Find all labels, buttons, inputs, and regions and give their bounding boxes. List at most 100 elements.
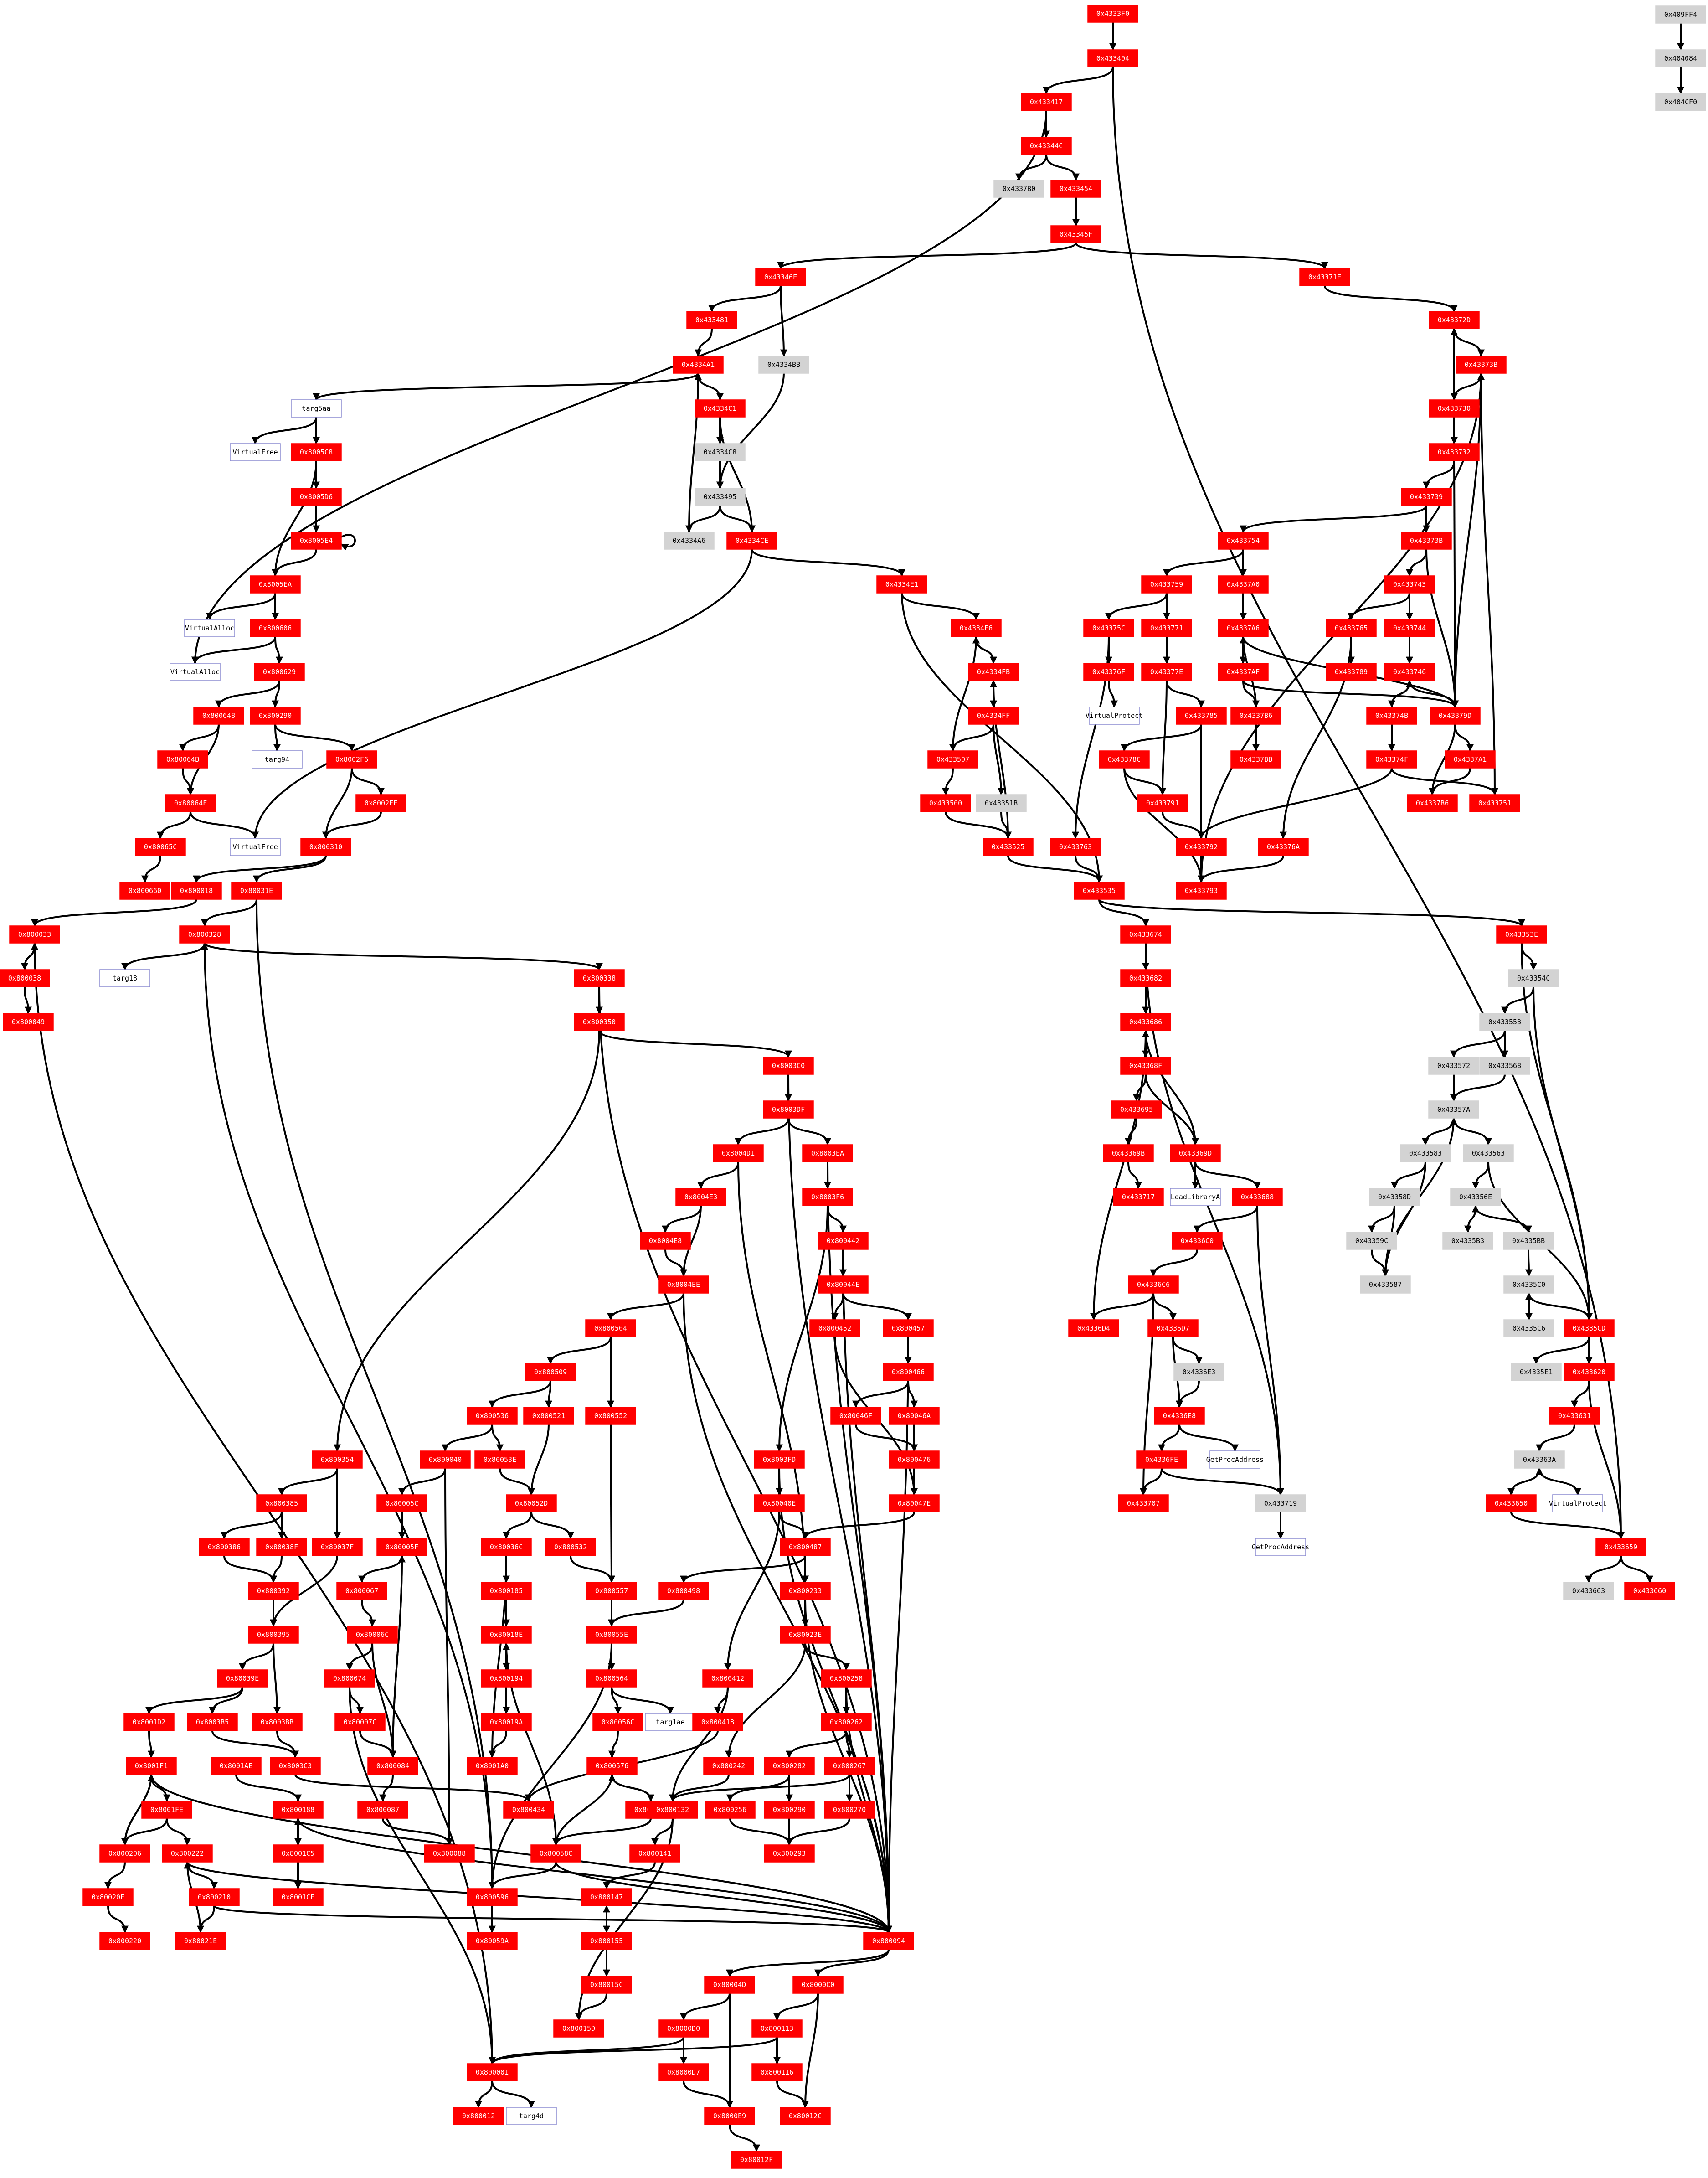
graph-node[interactable]: VirtualProtect	[1549, 1494, 1606, 1512]
graph-node[interactable]: 0x404084	[1655, 49, 1706, 67]
graph-node[interactable]: 0x433404	[1087, 49, 1138, 67]
graph-node[interactable]: 0x43344C	[1021, 137, 1072, 155]
graph-node[interactable]: 0x4337BB	[1230, 750, 1281, 769]
graph-node[interactable]: 0x43363A	[1514, 1450, 1565, 1469]
graph-node[interactable]: 0x80056C	[592, 1713, 643, 1731]
graph-node[interactable]: 0x4337B6	[1230, 707, 1281, 725]
graph-node[interactable]: 0x8001F1	[126, 1757, 177, 1775]
graph-node[interactable]: 0x80004D	[704, 1976, 755, 1994]
graph-node[interactable]: 0x800293	[764, 1844, 815, 1863]
graph-node[interactable]: 0x433759	[1141, 575, 1192, 594]
graph-node[interactable]: VirtualAlloc	[184, 619, 235, 637]
graph-node[interactable]: 0x80046A	[889, 1407, 940, 1425]
graph-node[interactable]: 0x4337A1	[1445, 750, 1496, 769]
graph-node[interactable]: 0x8000E9	[704, 2107, 755, 2125]
graph-node[interactable]: 0x433789	[1326, 663, 1377, 681]
graph-node[interactable]: 0x433746	[1384, 663, 1435, 681]
graph-node[interactable]: 0x80020E	[82, 1888, 134, 1906]
graph-node[interactable]: 0x433719	[1255, 1494, 1306, 1512]
graph-node[interactable]: 0x4337B6	[1407, 794, 1458, 812]
graph-node[interactable]: 0x8002FE	[355, 794, 406, 812]
graph-node[interactable]: 0x4337A6	[1218, 619, 1269, 637]
graph-node[interactable]: 0x43374F	[1366, 750, 1417, 769]
graph-node[interactable]: 0x43345F	[1050, 225, 1101, 243]
graph-node[interactable]: 0x43376A	[1258, 838, 1309, 856]
graph-node[interactable]: 0x800267	[824, 1757, 875, 1775]
graph-node[interactable]: 0x800532	[545, 1538, 596, 1556]
graph-node[interactable]: 0x800233	[780, 1582, 831, 1600]
graph-node[interactable]: 0x800328	[179, 925, 230, 944]
graph-node[interactable]: 0x800242	[703, 1757, 754, 1775]
graph-node[interactable]: 0x80059A	[467, 1932, 518, 1950]
graph-node[interactable]: 0x800412	[702, 1669, 753, 1688]
graph-node[interactable]: 0x800147	[581, 1888, 632, 1906]
graph-node[interactable]: 0x8001D2	[123, 1713, 175, 1731]
graph-node[interactable]: 0x8005EA	[250, 575, 301, 594]
graph-node[interactable]: 0x800067	[336, 1582, 387, 1600]
graph-node[interactable]: 0x433454	[1050, 180, 1101, 198]
graph-node[interactable]: GetProcAddress	[1206, 1450, 1264, 1469]
graph-node[interactable]: 0x8003BB	[252, 1713, 303, 1731]
graph-node[interactable]: 0x800049	[3, 1013, 54, 1031]
graph-node[interactable]: 0x4337AF	[1218, 663, 1269, 681]
graph-node[interactable]: 0x80053E	[474, 1450, 525, 1469]
graph-node[interactable]: 0x433717	[1113, 1188, 1164, 1206]
graph-node[interactable]: 0x8004E8	[640, 1232, 691, 1250]
graph-node[interactable]: 0x8003C0	[763, 1057, 814, 1075]
graph-node[interactable]: 0x80037F	[312, 1538, 363, 1556]
graph-node[interactable]: 0x433620	[1564, 1363, 1615, 1381]
graph-node[interactable]: 0x80058C	[530, 1844, 581, 1863]
graph-node[interactable]: 0x80015D	[553, 2019, 604, 2038]
graph-node[interactable]: 0x43377E	[1141, 663, 1192, 681]
graph-node[interactable]: GetProcAddress	[1252, 1538, 1309, 1556]
graph-node[interactable]: 0x43356E	[1450, 1188, 1501, 1206]
graph-node[interactable]: 0x433583	[1400, 1144, 1451, 1162]
graph-node[interactable]: 0x80047E	[889, 1494, 940, 1512]
graph-node[interactable]: 0x80021E	[175, 1932, 226, 1950]
graph-node[interactable]: 0x8000D7	[658, 2063, 709, 2081]
graph-node[interactable]: 0x800258	[821, 1669, 872, 1688]
graph-node[interactable]: 0x4337B0	[993, 180, 1044, 198]
graph-node[interactable]: 0x800457	[883, 1319, 934, 1337]
graph-node[interactable]: 0x800210	[189, 1888, 240, 1906]
graph-node[interactable]: 0x800310	[300, 838, 351, 856]
graph-node[interactable]: 0x800012	[453, 2107, 504, 2125]
graph-node[interactable]: 0x800487	[780, 1538, 831, 1556]
graph-node[interactable]: 0x800256	[705, 1801, 756, 1819]
graph-node[interactable]: 0x800018	[171, 882, 222, 900]
graph-node[interactable]: 0x433707	[1118, 1494, 1169, 1512]
graph-node[interactable]: 0x80055E	[586, 1626, 637, 1644]
graph-node[interactable]: VirtualFree	[230, 838, 281, 856]
graph-node[interactable]: 0x8001FE	[141, 1801, 192, 1819]
graph-node[interactable]: 0x433500	[920, 794, 971, 812]
graph-node[interactable]: 0x43354C	[1508, 969, 1559, 987]
graph-node[interactable]: VirtualAlloc	[170, 663, 221, 681]
graph-node[interactable]: 0x43346E	[755, 268, 806, 286]
graph-node[interactable]: 0x8001C5	[273, 1844, 324, 1863]
graph-node[interactable]: 0x80031E	[231, 882, 282, 900]
graph-node[interactable]: 0x800087	[357, 1801, 408, 1819]
graph-node[interactable]: 0x4335E1	[1511, 1363, 1562, 1381]
graph-node[interactable]: 0x433751	[1469, 794, 1520, 812]
graph-node[interactable]: 0x4334C8	[695, 443, 746, 461]
graph-node[interactable]: 0x800206	[99, 1844, 150, 1863]
graph-node[interactable]: 0x43358D	[1369, 1188, 1420, 1206]
graph-node[interactable]: 0x800521	[523, 1407, 574, 1425]
graph-node[interactable]: 0x800290	[764, 1801, 815, 1819]
graph-node[interactable]: 0x80065C	[135, 838, 186, 856]
graph-node[interactable]: 0x4335C6	[1503, 1319, 1554, 1337]
graph-node[interactable]: 0x433535	[1074, 882, 1125, 900]
graph-node[interactable]: 0x4334A6	[664, 532, 715, 550]
graph-node[interactable]: 0x800188	[273, 1801, 324, 1819]
graph-node[interactable]: 0x800132	[647, 1801, 698, 1819]
graph-node[interactable]: 0x80046F	[830, 1407, 881, 1425]
graph-node[interactable]: 0x8004E3	[675, 1188, 726, 1206]
graph-node[interactable]: 0x800220	[99, 1932, 150, 1950]
graph-node[interactable]: 0x433739	[1401, 488, 1452, 506]
graph-node[interactable]: 0x800194	[481, 1669, 532, 1688]
graph-node[interactable]: 0x800660	[119, 882, 170, 900]
graph-node[interactable]: 0x800596	[467, 1888, 518, 1906]
graph-node[interactable]: LoadLibraryA	[1170, 1188, 1221, 1206]
graph-node[interactable]: 0x433553	[1479, 1013, 1530, 1031]
graph-node[interactable]: 0x43375C	[1083, 619, 1134, 637]
